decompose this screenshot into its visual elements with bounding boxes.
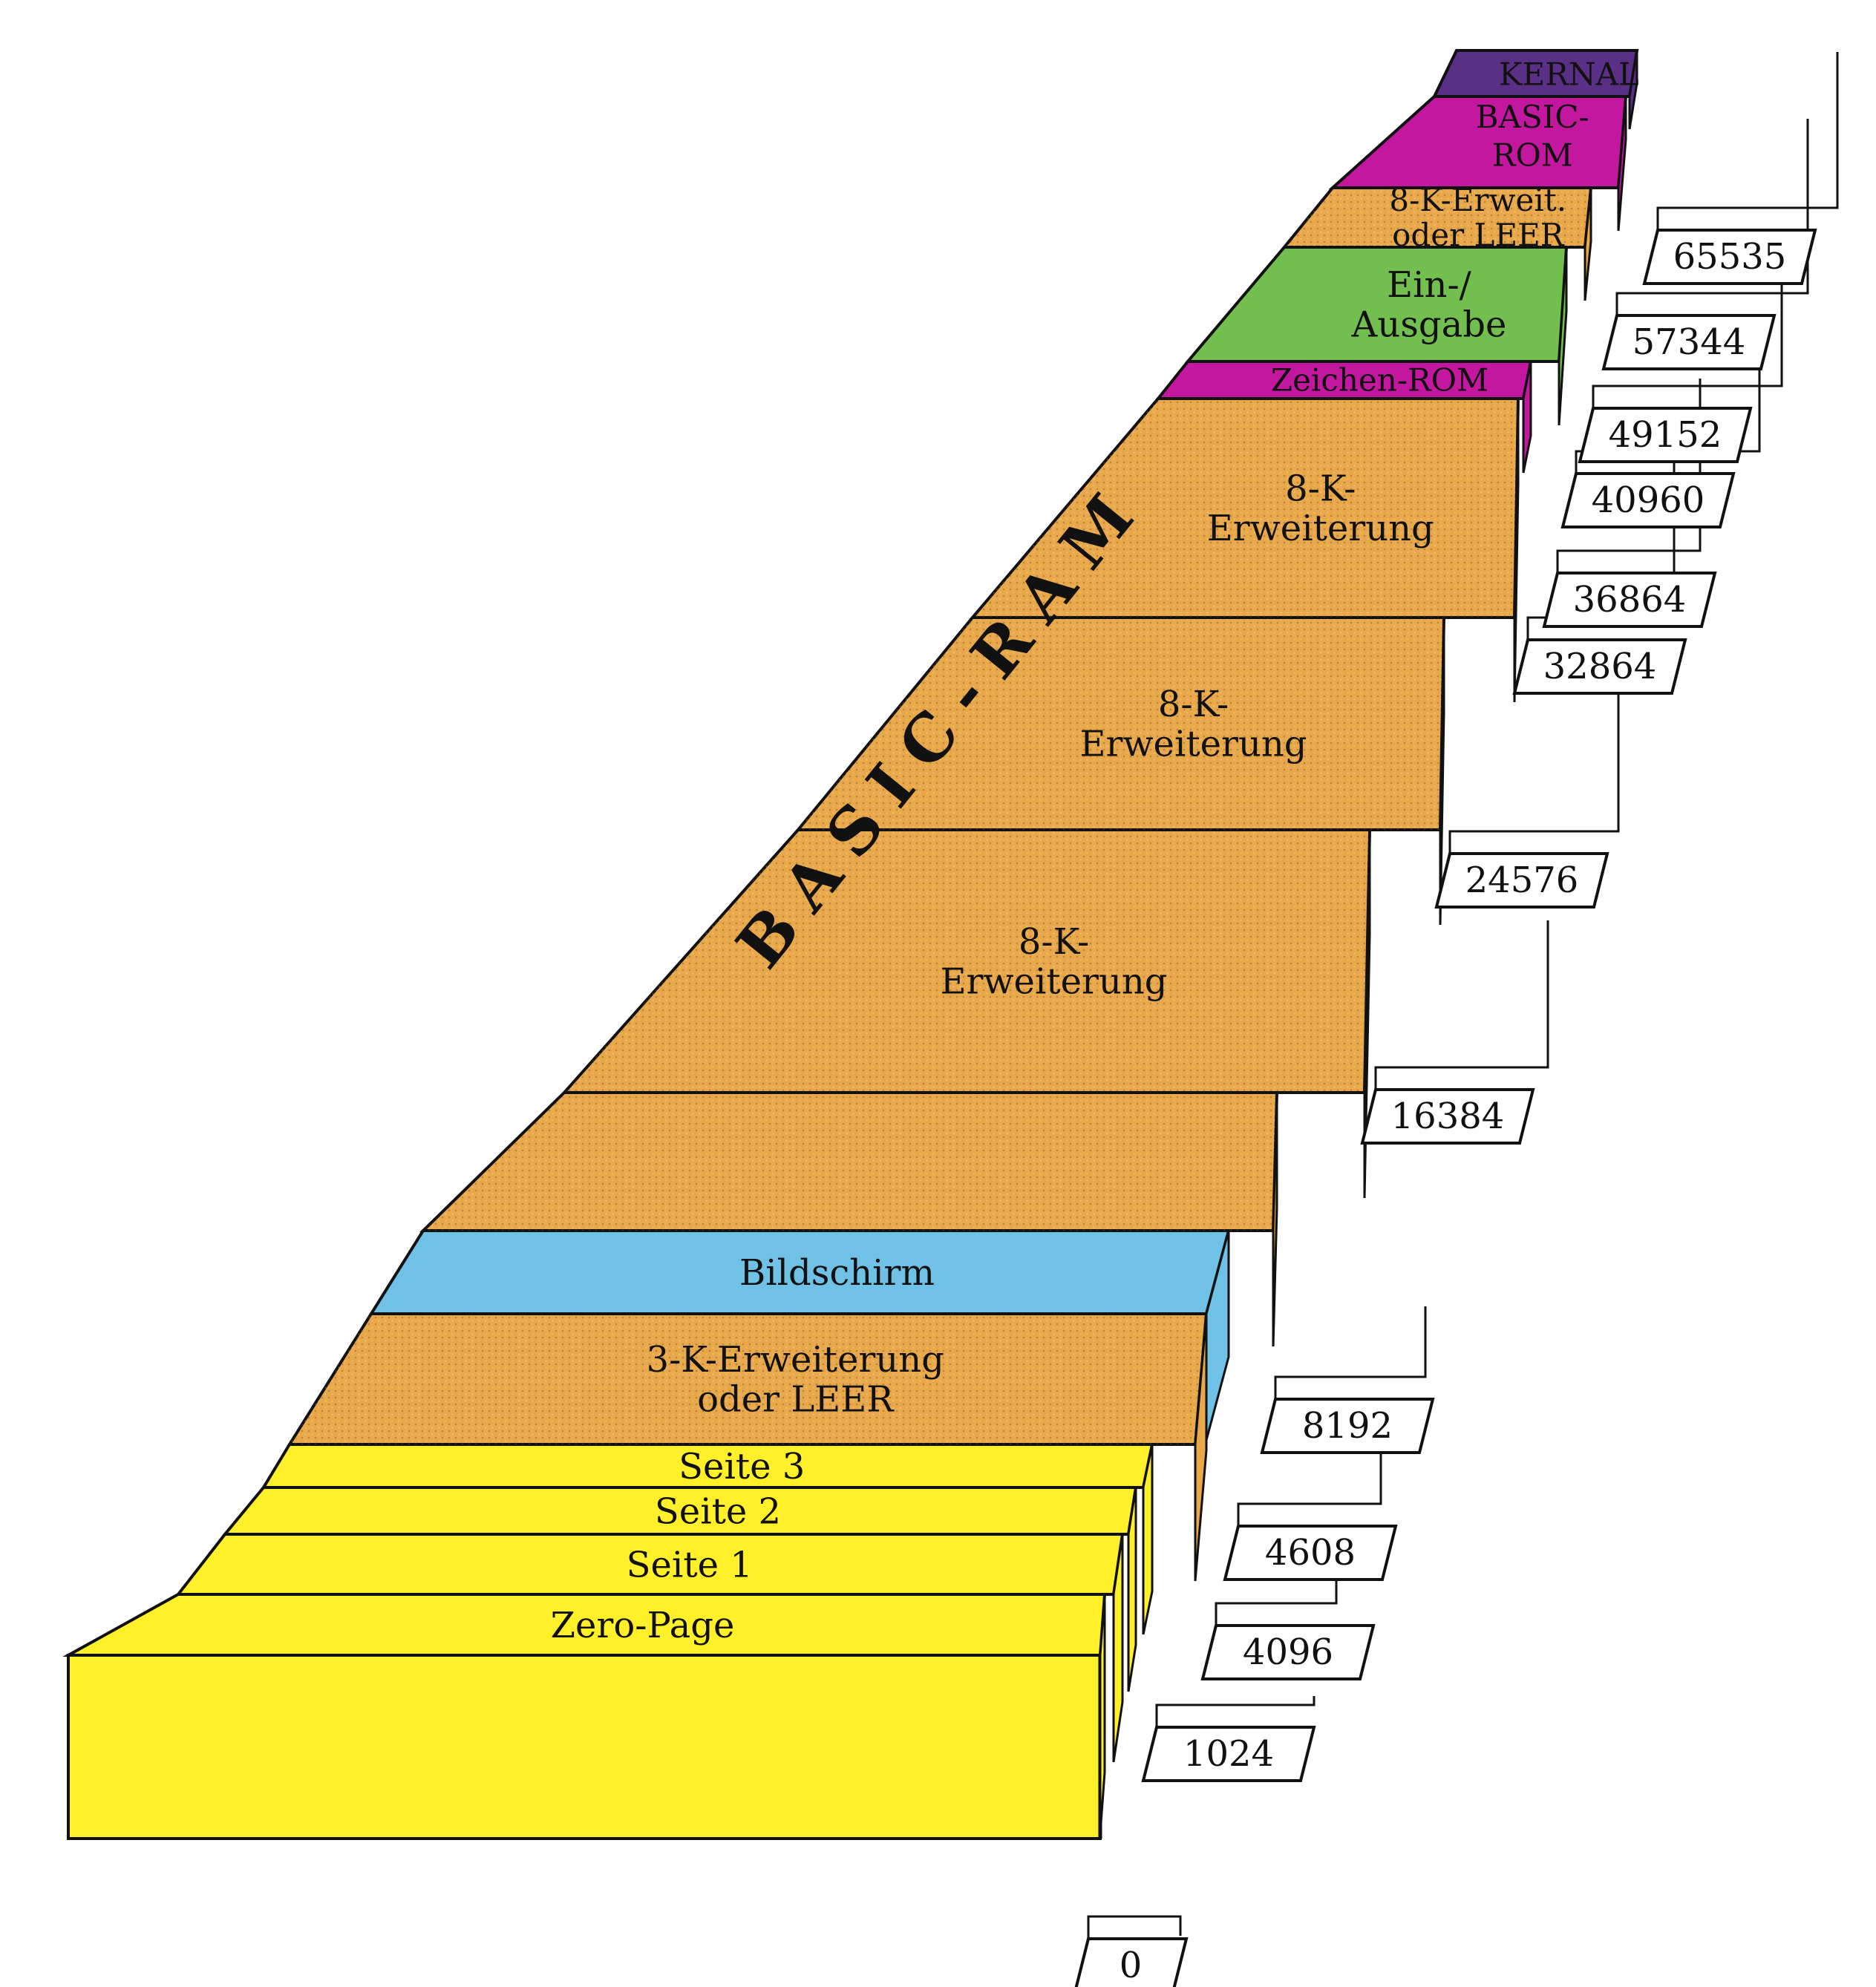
address-box (1360, 1088, 1535, 1145)
address-leader-line (1656, 52, 1839, 230)
address-label: 1024 (1183, 1733, 1274, 1775)
address-leader-line (1237, 1436, 1382, 1526)
address-leader-line (1274, 1306, 1427, 1399)
segment-label-erweiterung-3k-line-2: oder LEER (697, 1379, 895, 1421)
slab-front-face (67, 1654, 1102, 1840)
address-leader-line (1592, 245, 1783, 408)
segment-side-seite-3 (1142, 1444, 1154, 1635)
address-marker-57344: 57344 (1601, 119, 1809, 370)
segment-side-erweit-8k-oder-leer (1584, 187, 1592, 301)
address-label: 65535 (1673, 236, 1787, 278)
segment-label-seite-2: Seite 2 (655, 1490, 781, 1532)
address-box (1260, 1398, 1435, 1454)
segment-label-erweiterung-8k-3-line-1: 8-K- (1285, 468, 1356, 509)
address-label: 40960 (1592, 479, 1705, 521)
segment-label-ein-ausgabe-line-1: Ein-/ (1387, 264, 1472, 306)
segment-side-erweiterung-8k-3 (1513, 398, 1520, 703)
segment-side-bildschirm (1205, 1230, 1230, 1441)
address-marker-24576: 24576 (1434, 668, 1620, 909)
segment-label-zero-page: Zero-Page (551, 1605, 735, 1646)
address-leader-line (1615, 119, 1809, 315)
segment-side-seite-2 (1127, 1487, 1137, 1692)
address-label: 4096 (1243, 1631, 1333, 1673)
segment-erweiterung-3k (287, 1312, 1209, 1446)
address-marker-1024: 1024 (1141, 1696, 1316, 1782)
segment-side-zero-page (1099, 1594, 1106, 1834)
address-box (1601, 314, 1777, 370)
address-marker-65535: 65535 (1642, 52, 1839, 285)
address-marker-40960: 40960 (1560, 319, 1761, 528)
segment-erweiterung-8k-3 (969, 397, 1520, 619)
address-leader-line (1374, 920, 1549, 1090)
segment-label-bildschirm: Bildschirm (739, 1252, 935, 1294)
address-label: 8192 (1302, 1405, 1393, 1447)
address-box (1512, 638, 1687, 695)
address-marker-32864: 32864 (1512, 434, 1687, 695)
address-marker-36864: 36864 (1542, 379, 1717, 628)
segment-basic-ram-unlabeled (419, 1091, 1279, 1232)
segment-side-basic-ram-unlabeled (1272, 1092, 1278, 1347)
segment-label-erweiterung-8k-2-line-1: 8-K- (1158, 684, 1229, 725)
segment-label-erweiterung-3k-line-1: 3-K-Erweiterung (647, 1339, 944, 1381)
address-leader-line (1448, 668, 1620, 854)
segment-label-ein-ausgabe-line-2: Ausgabe (1351, 304, 1507, 346)
segment-label-erweiterung-8k-1-line-1: 8-K- (1019, 921, 1089, 963)
address-marker-0: 0 (1074, 1915, 1189, 1987)
address-label: 16384 (1391, 1096, 1505, 1137)
segment-label-erweiterung-8k-1-line-2: Erweiterung (940, 961, 1167, 1003)
address-box (1141, 1726, 1316, 1782)
address-label: 57344 (1632, 321, 1746, 363)
segment-label-basic-rom-line-1: BASIC- (1476, 99, 1589, 135)
address-box (1074, 1937, 1189, 1987)
address-box (1434, 852, 1609, 909)
address-label: 24576 (1465, 860, 1579, 901)
segment-side-kernal (1628, 50, 1638, 130)
address-box (1200, 1624, 1376, 1680)
segment-side-zeichen-rom (1522, 361, 1532, 474)
address-marker-4096: 4096 (1200, 1559, 1376, 1680)
segment-erweiterung-8k-1 (560, 828, 1372, 1094)
address-marker-49152: 49152 (1578, 245, 1783, 463)
segment-label-basic-rom-line-2: ROM (1492, 137, 1573, 173)
segment-label-seite-3: Seite 3 (679, 1446, 805, 1487)
address-marker-4608: 4608 (1223, 1436, 1398, 1581)
segment-label-erweiterung-8k-2-line-2: Erweiterung (1079, 724, 1307, 765)
segment-label-seite-1: Seite 1 (627, 1544, 753, 1585)
address-box (1578, 407, 1753, 463)
address-box (1642, 229, 1817, 285)
address-label: 32864 (1543, 646, 1657, 687)
segment-side-erweiterung-8k-1 (1363, 829, 1371, 1199)
segment-side-basic-rom (1617, 96, 1627, 232)
segment-erweit-8k-oder-leer (1281, 186, 1593, 249)
segment-label-erweit-8k-oder-leer-line-1: 8-K-Erweit. (1389, 182, 1566, 218)
segment-side-ein-ausgabe (1558, 246, 1568, 426)
address-box (1542, 572, 1717, 628)
address-leader-line (1155, 1696, 1316, 1727)
segment-label-zeichen-rom: Zeichen-ROM (1271, 362, 1488, 399)
address-label: 36864 (1573, 579, 1687, 621)
segment-erweiterung-8k-2 (794, 616, 1446, 831)
address-box (1223, 1525, 1398, 1581)
address-marker-8192: 8192 (1260, 1306, 1435, 1454)
address-label: 49152 (1609, 414, 1722, 456)
segment-side-seite-1 (1112, 1533, 1124, 1763)
address-box (1560, 472, 1736, 528)
address-label: 4608 (1265, 1532, 1356, 1574)
address-marker-16384: 16384 (1360, 920, 1549, 1145)
address-leader-line (1556, 379, 1702, 573)
segment-label-erweiterung-8k-3-line-2: Erweiterung (1207, 508, 1434, 549)
segment-side-erweiterung-3k (1194, 1313, 1208, 1582)
segment-label-kernal: KERNAL (1499, 56, 1639, 92)
address-leader-line (1087, 1915, 1182, 1939)
address-label: 0 (1120, 1945, 1143, 1986)
segment-label-erweit-8k-oder-leer-line-2: oder LEER (1392, 217, 1565, 253)
